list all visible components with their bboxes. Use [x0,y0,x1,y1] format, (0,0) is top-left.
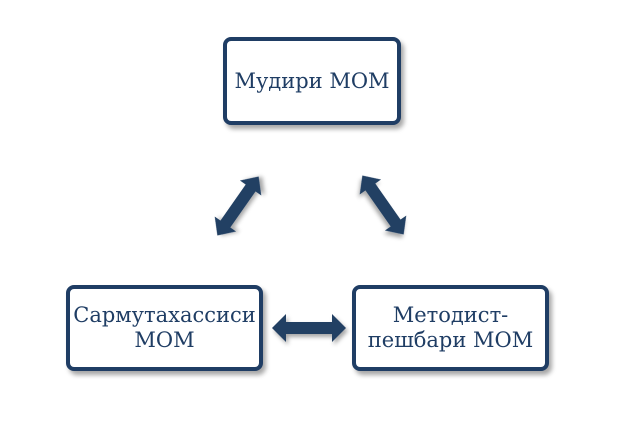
arrow-top-left [214,176,262,236]
arrow-left-right [272,314,346,342]
node-sarmutakhassisi-mom: Сармутахассиси МОМ [66,285,263,371]
node-mudiri-mom: Мудири МОМ [223,37,401,125]
arrow-top-right [359,175,407,235]
node-metodist-peshbari-mom: Методист- пешбари МОМ [352,285,549,371]
node-label-right: Методист- пешбари МОМ [367,303,534,352]
node-label-left: Сармутахассиси МОМ [73,303,256,352]
node-label-top: Мудири МОМ [234,68,390,93]
